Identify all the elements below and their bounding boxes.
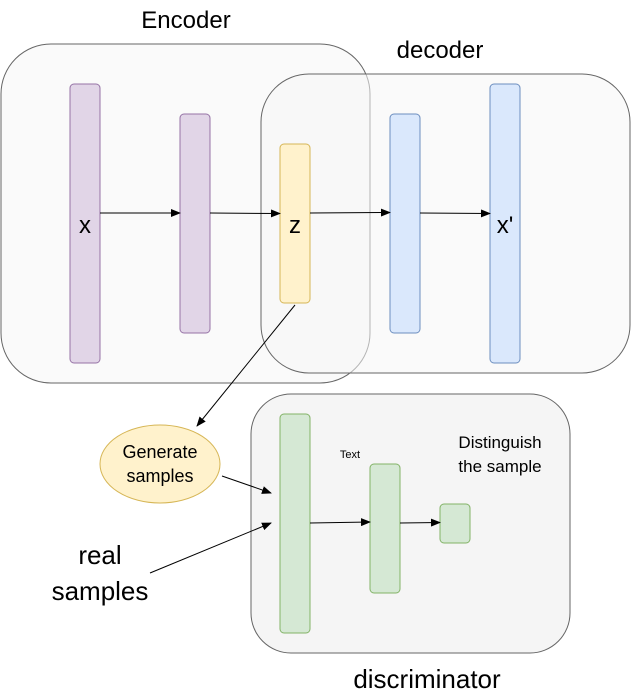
discriminator-small-text: Text bbox=[340, 449, 360, 461]
discriminator-output-layer bbox=[439, 503, 471, 544]
discriminator-note-line1: Distinguish bbox=[458, 433, 541, 452]
real-samples-line2: samples bbox=[52, 576, 149, 606]
decoder-group bbox=[260, 73, 631, 374]
decoder-title: decoder bbox=[397, 37, 484, 64]
arrow-z-to-decoder bbox=[309, 208, 391, 217]
arrow-disc-input-to-hidden bbox=[309, 518, 371, 527]
latent-z-label: z bbox=[289, 212, 301, 239]
discriminator-note-line2: the sample bbox=[458, 457, 541, 476]
arrow-real-to-discriminator bbox=[149, 522, 272, 574]
arrow-z-to-generate bbox=[196, 304, 296, 427]
generate-samples-node bbox=[99, 424, 221, 504]
decoder-output-layer bbox=[489, 83, 521, 364]
encoder-input-layer bbox=[69, 83, 101, 364]
arrow-disc-hidden-to-output bbox=[399, 518, 441, 527]
discriminator-input-layer bbox=[279, 413, 311, 634]
latent-layer bbox=[279, 143, 311, 304]
discriminator-hidden-layer bbox=[369, 463, 401, 594]
encoder-title: Encoder bbox=[141, 7, 230, 34]
arrow-decoder-to-output bbox=[419, 209, 491, 218]
input-x-label: x bbox=[79, 212, 91, 239]
generate-samples-line1: Generate bbox=[122, 442, 197, 462]
arrow-generate-to-discriminator bbox=[221, 475, 272, 494]
discriminator-title: discriminator bbox=[353, 664, 501, 694]
output-x-prime-label: x' bbox=[497, 212, 514, 239]
encoder-hidden-layer bbox=[179, 113, 211, 334]
arrow-hidden-to-z bbox=[209, 209, 281, 218]
real-samples-line1: real bbox=[78, 540, 121, 570]
generate-samples-line2: samples bbox=[126, 466, 193, 486]
discriminator-group bbox=[250, 393, 571, 654]
decoder-hidden-layer bbox=[389, 113, 421, 334]
